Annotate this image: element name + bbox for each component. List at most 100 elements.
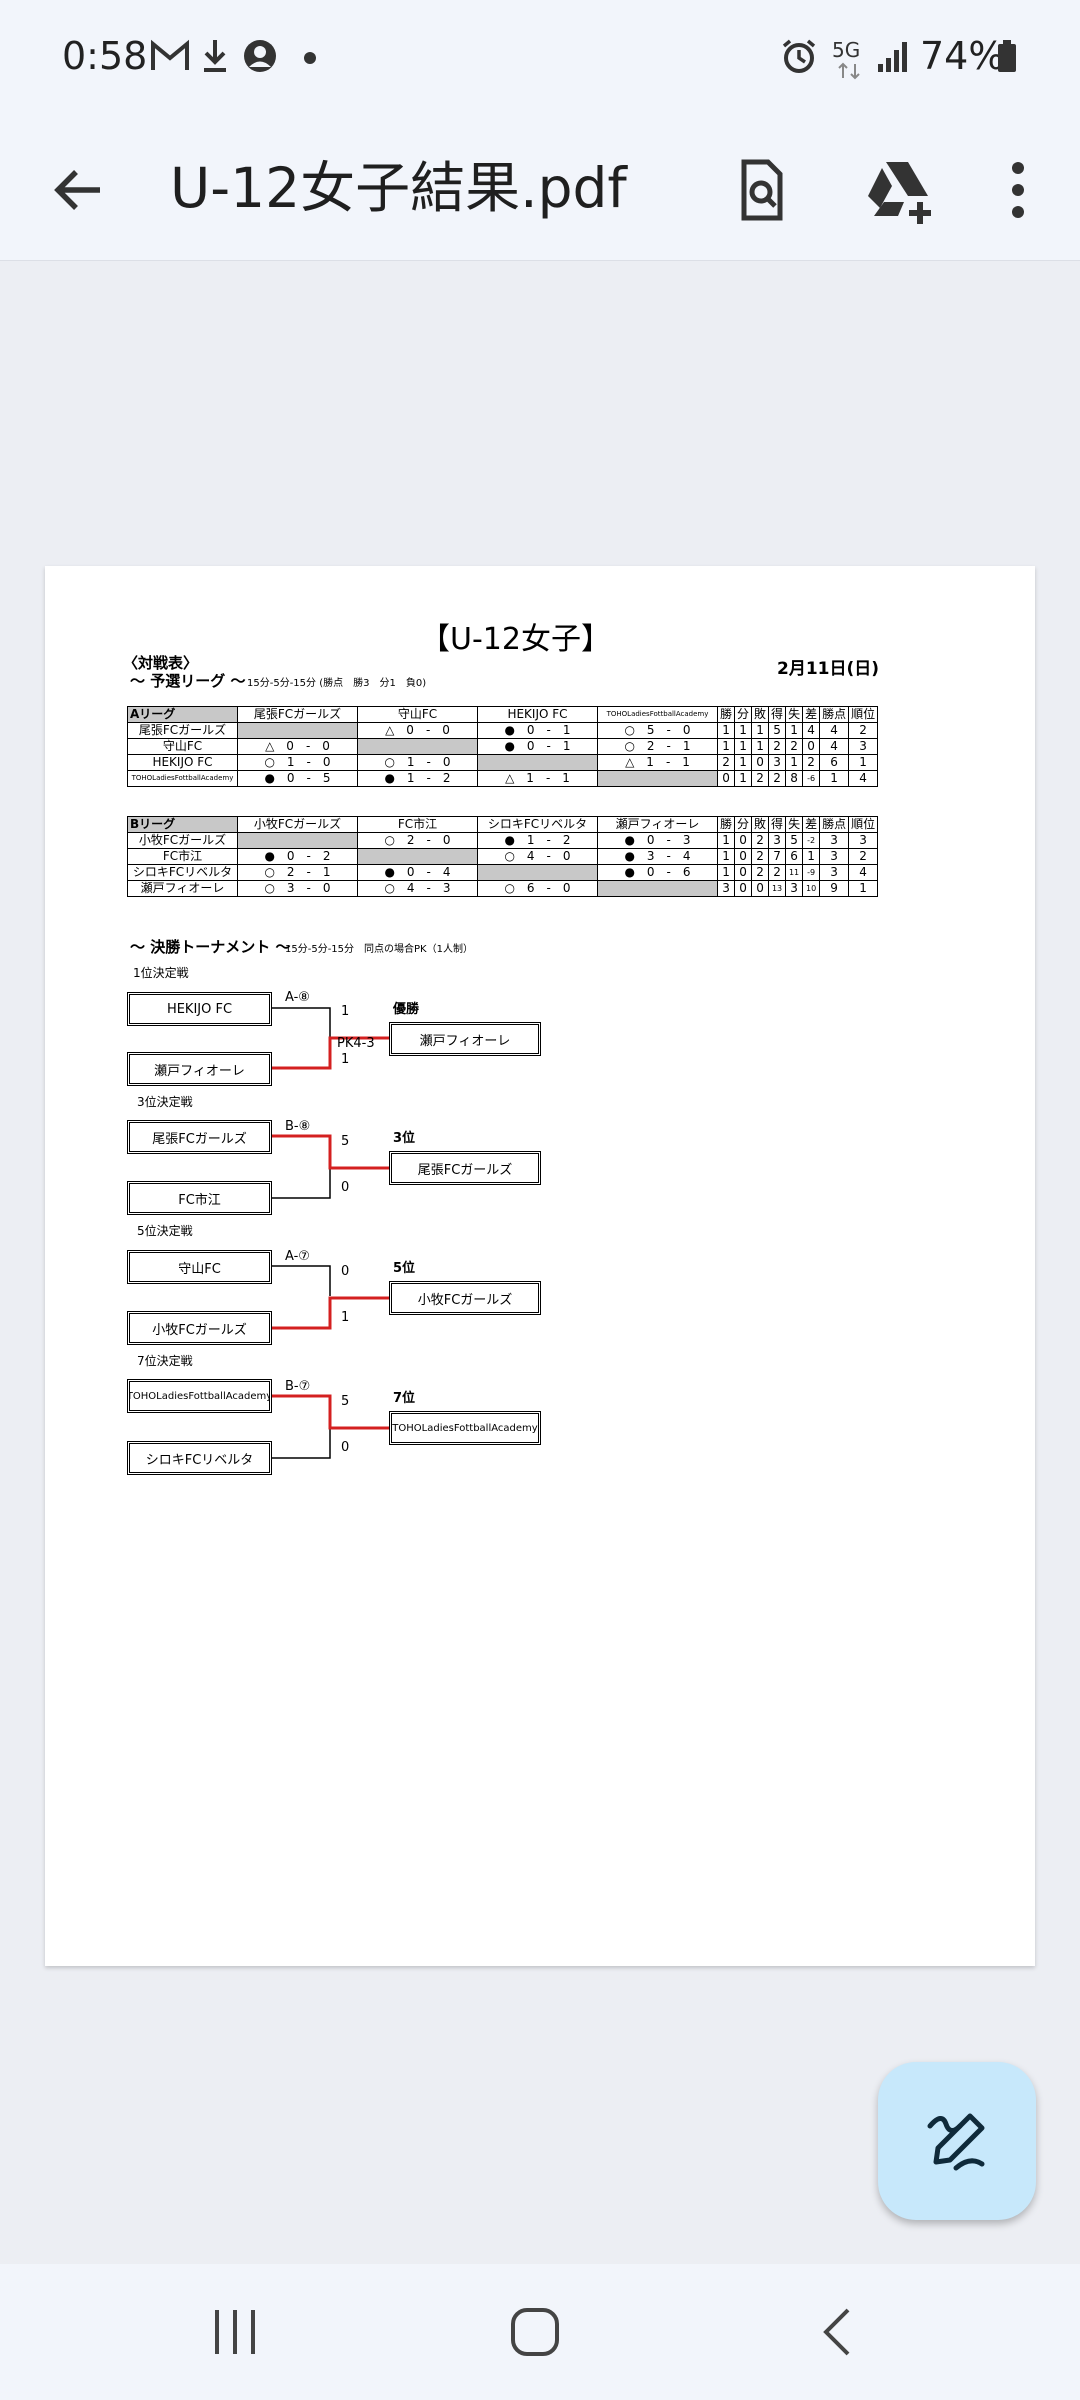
winner-box: 尾張FCガールズ [389, 1151, 541, 1185]
result-cell: ● 0 - 4 [357, 864, 478, 881]
pen-edit-icon [927, 2113, 985, 2171]
pdf-page[interactable]: 【U-12女子】 2月11日(日) 〈対戦表〉 ～ 予選リーグ ～ 15分-5分… [45, 566, 1035, 1966]
team-box: HEKIJO FC [127, 992, 272, 1026]
team-name: 瀬戸フィオーレ [127, 880, 238, 897]
section-heading: 〈対戦表〉 [123, 654, 199, 672]
stat-cell: 13 [768, 880, 787, 897]
match-label: 1位決定戦 [133, 966, 189, 980]
result-cell: ○ 1 - 0 [357, 754, 478, 771]
team-box: FC市江 [127, 1181, 272, 1215]
system-nav-bar [0, 2264, 1080, 2400]
result-cell: ○ 6 - 0 [477, 880, 598, 897]
prelim-heading: ～ 予選リーグ ～ [130, 672, 246, 690]
app-bar: U-12女子結果.pdf [0, 118, 1080, 261]
stat-cell: 2 [751, 770, 770, 787]
notification-dot-icon [304, 52, 316, 64]
stat-cell: 3 [785, 880, 804, 897]
match-label: 7位決定戦 [137, 1354, 193, 1368]
result-cell: ● 0 - 5 [237, 770, 358, 787]
column-header: 勝点 [819, 816, 850, 833]
download-icon [204, 40, 226, 72]
network-label: 5G [832, 38, 861, 62]
prelim-note: 15分-5分-15分 (勝点 勝3 分1 負0) [247, 678, 427, 689]
column-header: 小牧FCガールズ [237, 816, 358, 833]
battery-percent: 74% [920, 34, 1005, 78]
stat-cell: 4 [802, 722, 821, 739]
recent-apps-icon[interactable] [205, 2304, 265, 2360]
place-label: 3位 [393, 1131, 416, 1146]
match-code: B-⑦ [285, 1379, 311, 1394]
score-bottom: 1 [341, 1310, 350, 1325]
status-time: 0:58 [62, 34, 148, 78]
league-b-table: Bリーグ 小牧FCガールズ FC市江 シロキFCリベルタ 瀬戸フィオーレ 勝 分… [127, 816, 879, 897]
annotate-fab-button[interactable] [878, 2062, 1036, 2220]
gmail-icon [151, 39, 189, 70]
column-header: 順位 [848, 706, 879, 723]
back-arrow-icon[interactable] [48, 158, 112, 222]
stat-cell: 1 [734, 770, 753, 787]
match-code: B-⑧ [285, 1119, 311, 1134]
search-document-icon[interactable] [722, 150, 802, 230]
score-top: 0 [341, 1264, 350, 1279]
team-box: TOHOLadiesFottballAcademy [127, 1379, 272, 1413]
alarm-icon [782, 39, 816, 73]
result-cell [597, 770, 718, 787]
result-cell [237, 722, 358, 739]
home-icon[interactable] [505, 2302, 565, 2362]
back-nav-icon[interactable] [810, 2304, 870, 2360]
result-cell: ○ 4 - 3 [357, 880, 478, 897]
table-row: 瀬戸フィオーレ ○ 3 - 0 ○ 4 - 3 ○ 6 - 0 3 0 0 13… [127, 880, 879, 897]
bracket-lines [270, 1007, 390, 1459]
pk-score: PK4-3 [337, 1036, 375, 1051]
result-cell: △ 1 - 1 [597, 754, 718, 771]
doc-title: 【U-12女子】 [420, 622, 611, 657]
team-name: TOHOLadiesFottballAcademy [127, 770, 238, 787]
place-label: 優勝 [393, 1002, 420, 1017]
stat-cell: 1 [848, 880, 879, 897]
stat-cell: 3 [716, 880, 736, 897]
table-row: TOHOLadiesFottballAcademy ● 0 - 5 ● 1 - … [127, 770, 879, 787]
winner-box: 小牧FCガールズ [389, 1281, 541, 1315]
team-box: 瀬戸フィオーレ [127, 1052, 272, 1086]
tournament-note: 15分-5分-15分 同点の場合PK（1人制） [285, 944, 473, 955]
team-box: 小牧FCガールズ [127, 1311, 272, 1345]
stat-cell: -6 [802, 770, 821, 787]
add-to-drive-icon[interactable] [858, 150, 938, 230]
score-bottom: 1 [341, 1052, 350, 1067]
score-top: 1 [341, 1004, 350, 1019]
stat-cell: 10 [802, 880, 821, 897]
team-box: シロキFCリベルタ [127, 1441, 272, 1475]
place-label: 5位 [393, 1261, 416, 1276]
data-arrows-icon [838, 62, 860, 80]
column-header: 敗 [751, 816, 770, 833]
column-header: 差 [802, 816, 821, 833]
result-cell [597, 880, 718, 897]
doc-date: 2月11日(日) [777, 659, 880, 679]
more-options-icon[interactable] [978, 150, 1058, 230]
match-label: 5位決定戦 [137, 1224, 193, 1238]
column-header: 尾張FCガールズ [237, 706, 358, 723]
column-header: 勝 [716, 706, 736, 723]
winner-box: TOHOLadiesFottballAcademy [389, 1411, 541, 1445]
result-cell: ● 1 - 2 [357, 770, 478, 787]
status-bar: 0:58 5G 74% [0, 0, 1080, 118]
result-cell: ● 0 - 1 [477, 722, 598, 739]
column-header: HEKIJO FC [477, 706, 598, 723]
score-bottom: 0 [341, 1440, 350, 1455]
result-cell [477, 754, 598, 771]
stat-cell: 2 [768, 770, 787, 787]
battery-icon [998, 40, 1016, 72]
document-title: U-12女子結果.pdf [170, 156, 627, 220]
score-top: 5 [341, 1394, 350, 1409]
result-cell [237, 832, 358, 849]
team-box: 尾張FCガールズ [127, 1120, 272, 1154]
match-code: A-⑦ [285, 1249, 310, 1264]
tournament-heading: ～ 決勝トーナメント ～ [130, 938, 291, 956]
account-icon [244, 40, 276, 72]
document-content: 【U-12女子】 2月11日(日) 〈対戦表〉 ～ 予選リーグ ～ 15分-5分… [45, 566, 1035, 1966]
match-label: 3位決定戦 [137, 1095, 193, 1109]
stat-cell: 9 [819, 880, 850, 897]
winner-box: 瀬戸フィオーレ [389, 1022, 541, 1056]
place-label: 7位 [393, 1391, 416, 1406]
league-a-table: Aリーグ 尾張FCガールズ 守山FC HEKIJO FC TOHOLadiesF… [127, 706, 879, 787]
